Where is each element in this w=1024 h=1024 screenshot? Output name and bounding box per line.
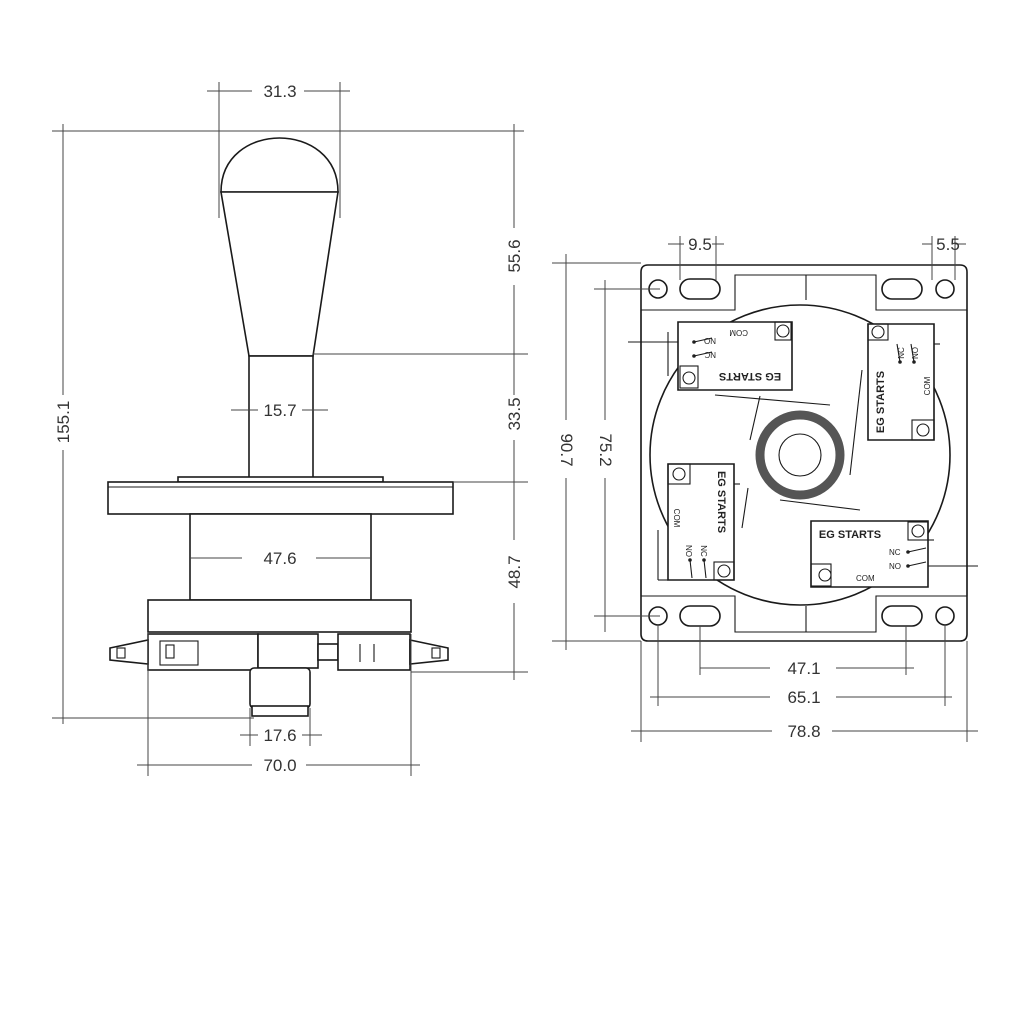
shaft-ring: [755, 410, 845, 500]
shaft-hole: [778, 433, 822, 477]
dim-shaft-width: 15.7: [263, 401, 296, 420]
side-dimensions: 31.3 155.1 55.6 33.5 48.7 15.7 47.6 17.6: [52, 82, 528, 776]
switch-bottom-nc: NC: [889, 548, 901, 557]
housing-body: [189, 513, 372, 601]
top-view: EG STARTS COM NO NC EG STARTS NC NO COM: [628, 264, 978, 642]
switch-left-nc: NC: [699, 545, 708, 557]
shaft: [248, 355, 314, 479]
dim-body-width: 47.6: [263, 549, 296, 568]
slot-tl: [679, 278, 721, 300]
dim-base-width: 70.0: [263, 756, 296, 775]
center-block: [257, 633, 319, 669]
switch-left: EG STARTS COM NO NC: [657, 463, 740, 581]
switch-right-no: NO: [911, 347, 920, 359]
stem-cap: [251, 705, 309, 717]
switch-bottom: EG STARTS NC NO COM: [810, 520, 978, 588]
switch-right-com: COM: [923, 376, 932, 395]
knob: [220, 137, 339, 193]
dim-edge-offset: 5.5: [936, 235, 960, 254]
dim-stem-width: 17.6: [263, 726, 296, 745]
dim-slot-spacing: 47.1: [787, 659, 820, 678]
switch-bottom-no: NO: [889, 562, 901, 571]
switch-top-com: COM: [729, 328, 748, 337]
dim-hole-spacing-h: 65.1: [787, 688, 820, 707]
dim-hole-spacing-v: 75.2: [596, 433, 615, 466]
switch-right-label: EG STARTS: [875, 371, 887, 433]
switch-top: EG STARTS COM NO NC: [628, 321, 793, 391]
side-view: [107, 137, 454, 717]
switch-right-nc: NC: [897, 347, 906, 359]
dim-total-height: 155.1: [54, 401, 73, 444]
dim-body-height: 48.7: [505, 555, 524, 588]
top-dimensions: 9.5 5.5 90.7 75.2 47.1 65.1: [552, 235, 978, 742]
slot-br: [881, 605, 923, 627]
switch-left-no: NO: [684, 545, 693, 557]
switch-top-label: EG STARTS: [719, 370, 781, 382]
switch-top-nc: NC: [704, 350, 716, 359]
switch-bottom-com: COM: [856, 574, 875, 583]
slot-tr: [881, 278, 923, 300]
switch-left-com: COM: [672, 509, 681, 528]
bottom-stem: [249, 667, 311, 709]
switch-left-label: EG STARTS: [715, 471, 727, 533]
base-plate: [147, 599, 412, 633]
dim-plate-height: 90.7: [557, 433, 576, 466]
dim-hole-offset: 9.5: [688, 235, 712, 254]
switch-bottom-label: EG STARTS: [819, 529, 881, 541]
dim-knob-width: 31.3: [263, 82, 296, 101]
handle-taper: [220, 191, 339, 357]
mount-hole-tr: [935, 279, 955, 299]
switch-top-no: NO: [704, 336, 716, 345]
switch-right: EG STARTS NC NO COM: [867, 323, 940, 441]
dim-shaft-height: 33.5: [505, 397, 524, 430]
dim-handle-height: 55.6: [505, 239, 524, 272]
dim-plate-width: 78.8: [787, 722, 820, 741]
